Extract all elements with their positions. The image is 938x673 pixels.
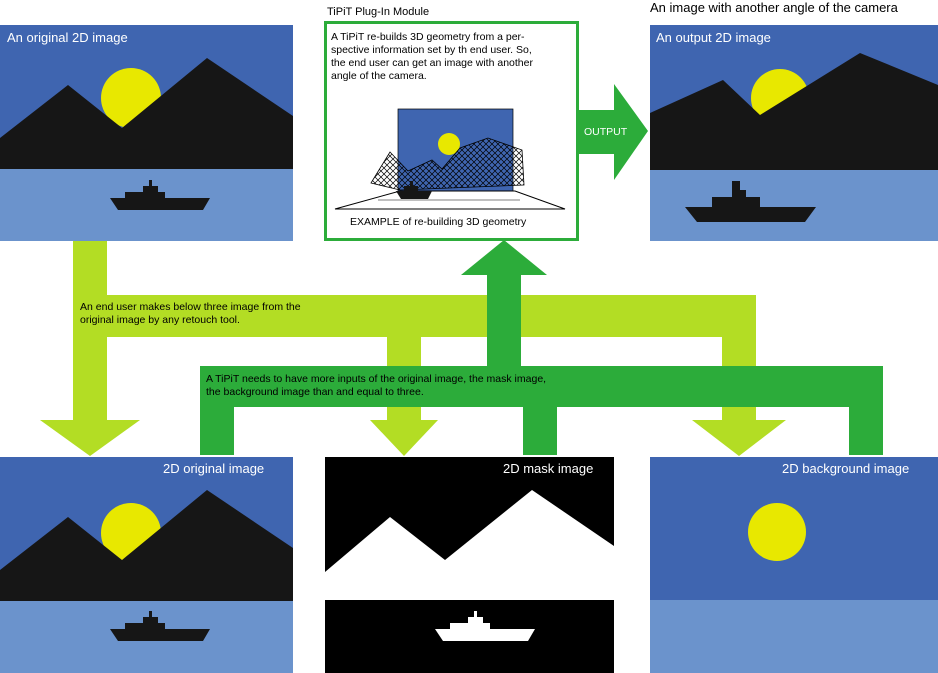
sun-icon <box>748 503 806 561</box>
ship-icon <box>110 180 210 210</box>
module-description: A TiPiT re-builds 3D geometry from a per… <box>331 31 533 82</box>
background-panel <box>650 457 938 673</box>
original-bottom-label: 2D original image <box>163 461 265 476</box>
mask-panel <box>325 457 614 673</box>
ship-icon <box>685 181 816 222</box>
output-arrow <box>575 84 648 180</box>
output-header: An image with another angle of the camer… <box>650 0 898 15</box>
example-illustration <box>334 108 566 210</box>
module-title: TiPiT Plug-In Module <box>327 6 430 18</box>
tipit-input-arrows <box>200 240 883 455</box>
tipit-inputs-note: A TiPiT needs to have more inputs of the… <box>206 373 547 398</box>
end-user-note: An end user makes below three image from… <box>80 301 301 326</box>
tipit-module <box>324 21 579 241</box>
example-caption: EXAMPLE of re-building 3D geometry <box>350 216 527 228</box>
original-image-panel <box>0 25 293 241</box>
output-label: An output 2D image <box>656 30 771 45</box>
ship-icon <box>435 611 535 641</box>
mask-label: 2D mask image <box>503 461 594 476</box>
ship-icon <box>110 611 210 641</box>
ship-icon <box>396 181 432 199</box>
sun-icon <box>438 133 460 155</box>
output-arrow-label: OUTPUT <box>584 126 628 138</box>
end-user-arrows <box>40 240 786 456</box>
background-label: 2D background image <box>782 461 910 476</box>
original-top-label: An original 2D image <box>7 30 128 45</box>
original-2d-panel <box>0 457 293 673</box>
output-image-panel <box>650 25 938 241</box>
